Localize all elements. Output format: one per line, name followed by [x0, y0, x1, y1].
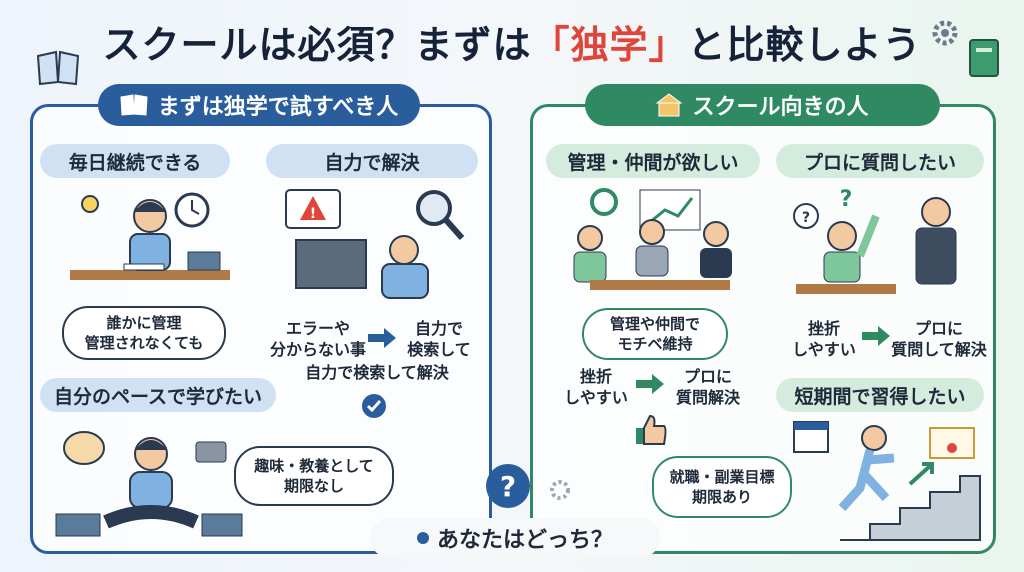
self-study-header-label: まずは独学で試すべき人: [157, 95, 399, 120]
bubble-own-pace: 趣味・教養として 期限なし: [234, 446, 394, 506]
check-circle-icon: [362, 394, 386, 418]
bubble-short-term: 就職・副業目標 期限あり: [652, 456, 792, 518]
error-warning-icon: !: [285, 189, 341, 229]
bubble-daily-line2: 管理されなくても: [84, 334, 204, 352]
bottom-question: あなたはどっち？: [370, 518, 660, 558]
person-studying-illustration: [70, 195, 230, 280]
title-highlight: 「独学」: [531, 23, 688, 67]
thumbs-up-icon: [636, 414, 667, 445]
flow-to-self-solve: 自力で 検索して: [396, 318, 482, 360]
flow-to-peers-line2: 質問解決: [675, 388, 740, 407]
arrow-right-green-icon-2: [862, 326, 890, 346]
magnifier-icon: [416, 190, 465, 240]
flow-from-ask-pro-line1: 挫折: [807, 319, 840, 338]
clock-icon: [174, 192, 210, 228]
flow-to-peers-line1: プロに: [683, 367, 732, 386]
group-meeting-illustration: [573, 188, 732, 290]
school-header-label: スクール向きの人: [692, 95, 869, 120]
arrow-right-green-icon: [636, 374, 664, 394]
flow-from-peers-line1: 挫折: [579, 367, 612, 386]
person-at-computer-illustration: [295, 235, 429, 299]
bubble-own-pace-line1: 趣味・教養として: [254, 457, 374, 475]
card-title-daily: 毎日継続できる: [40, 144, 230, 178]
card-title-ask-pro: プロに質問したい: [776, 144, 984, 178]
green-book-icon: [969, 39, 999, 77]
flow-from-peers-line2: しやすい: [564, 388, 628, 407]
running-up-stairs-illustration: [793, 421, 981, 541]
bullet-dot-icon: [416, 532, 429, 544]
bottom-question-label: あなたはどっち？: [436, 528, 613, 553]
bubble-short-term-line2: 期限あり: [691, 488, 752, 506]
school-building-icon: [655, 93, 683, 117]
svg-text:?: ?: [802, 210, 810, 226]
card-title-own-pace: 自分のペースで学びたい: [40, 378, 276, 412]
book-icon: [120, 94, 148, 116]
flow-to-ask-pro-line1: プロに: [914, 319, 963, 338]
relaxed-learner-illustration: [55, 431, 243, 537]
question-mark-icon: ?: [486, 464, 530, 508]
flow-from-ask-pro: 挫折 しやすい: [784, 318, 864, 360]
flow-from-line1: エラーや: [285, 319, 350, 338]
self-study-header: まずは独学で試すべき人: [98, 84, 420, 126]
title-part1: スクールは必須？まずは: [102, 23, 532, 67]
open-book-icon: [36, 50, 80, 86]
flow-from-line2: 分からない事: [269, 340, 366, 359]
flow-from-peers: 挫折 しやすい: [556, 366, 636, 408]
bubble-own-pace-line2: 期限なし: [283, 477, 344, 495]
bubble-short-term-line1: 就職・副業目標: [669, 468, 775, 486]
summary-self-solve: 自力で検索して解決: [305, 363, 449, 382]
flow-to-line1: 自力で: [414, 319, 463, 338]
bubble-peers-line1: 管理や仲間で: [609, 315, 700, 333]
small-gear-icon: [550, 480, 570, 500]
bubble-peers: 管理や仲間で モチベ維持: [582, 308, 728, 360]
flow-from-ask-pro-line2: しやすい: [792, 340, 856, 359]
card-title-short-term: 短期間で習得したい: [776, 378, 984, 412]
flow-to-peers: プロに 質問解決: [666, 366, 750, 408]
title-part3: と比較しよう: [687, 23, 922, 67]
card-title-self-solve: 自力で解決: [266, 144, 478, 178]
student-asking-teacher-illustration: ? ?: [793, 187, 957, 294]
page-title: スクールは必須？まずは「独学」と比較しよう: [0, 14, 1024, 69]
flow-to-line2: 検索して: [407, 340, 471, 359]
bubble-daily-line1: 誰かに管理: [106, 314, 182, 332]
bubble-peers-line2: モチベ維持: [617, 335, 693, 353]
arrow-right-icon: [368, 328, 396, 348]
svg-text:?: ?: [840, 187, 853, 212]
flow-to-ask-pro: プロに 質問して解決: [886, 318, 992, 360]
flow-to-ask-pro-line2: 質問して解決: [891, 340, 987, 359]
svg-text:!: !: [310, 206, 316, 222]
school-header: スクール向きの人: [585, 84, 940, 126]
flow-from-self-solve: エラーや 分からない事: [268, 318, 368, 360]
gear-icon: [932, 20, 958, 46]
card-title-peers: 管理・仲間が欲しい: [546, 144, 760, 178]
bubble-daily: 誰かに管理 管理されなくても: [62, 306, 226, 360]
